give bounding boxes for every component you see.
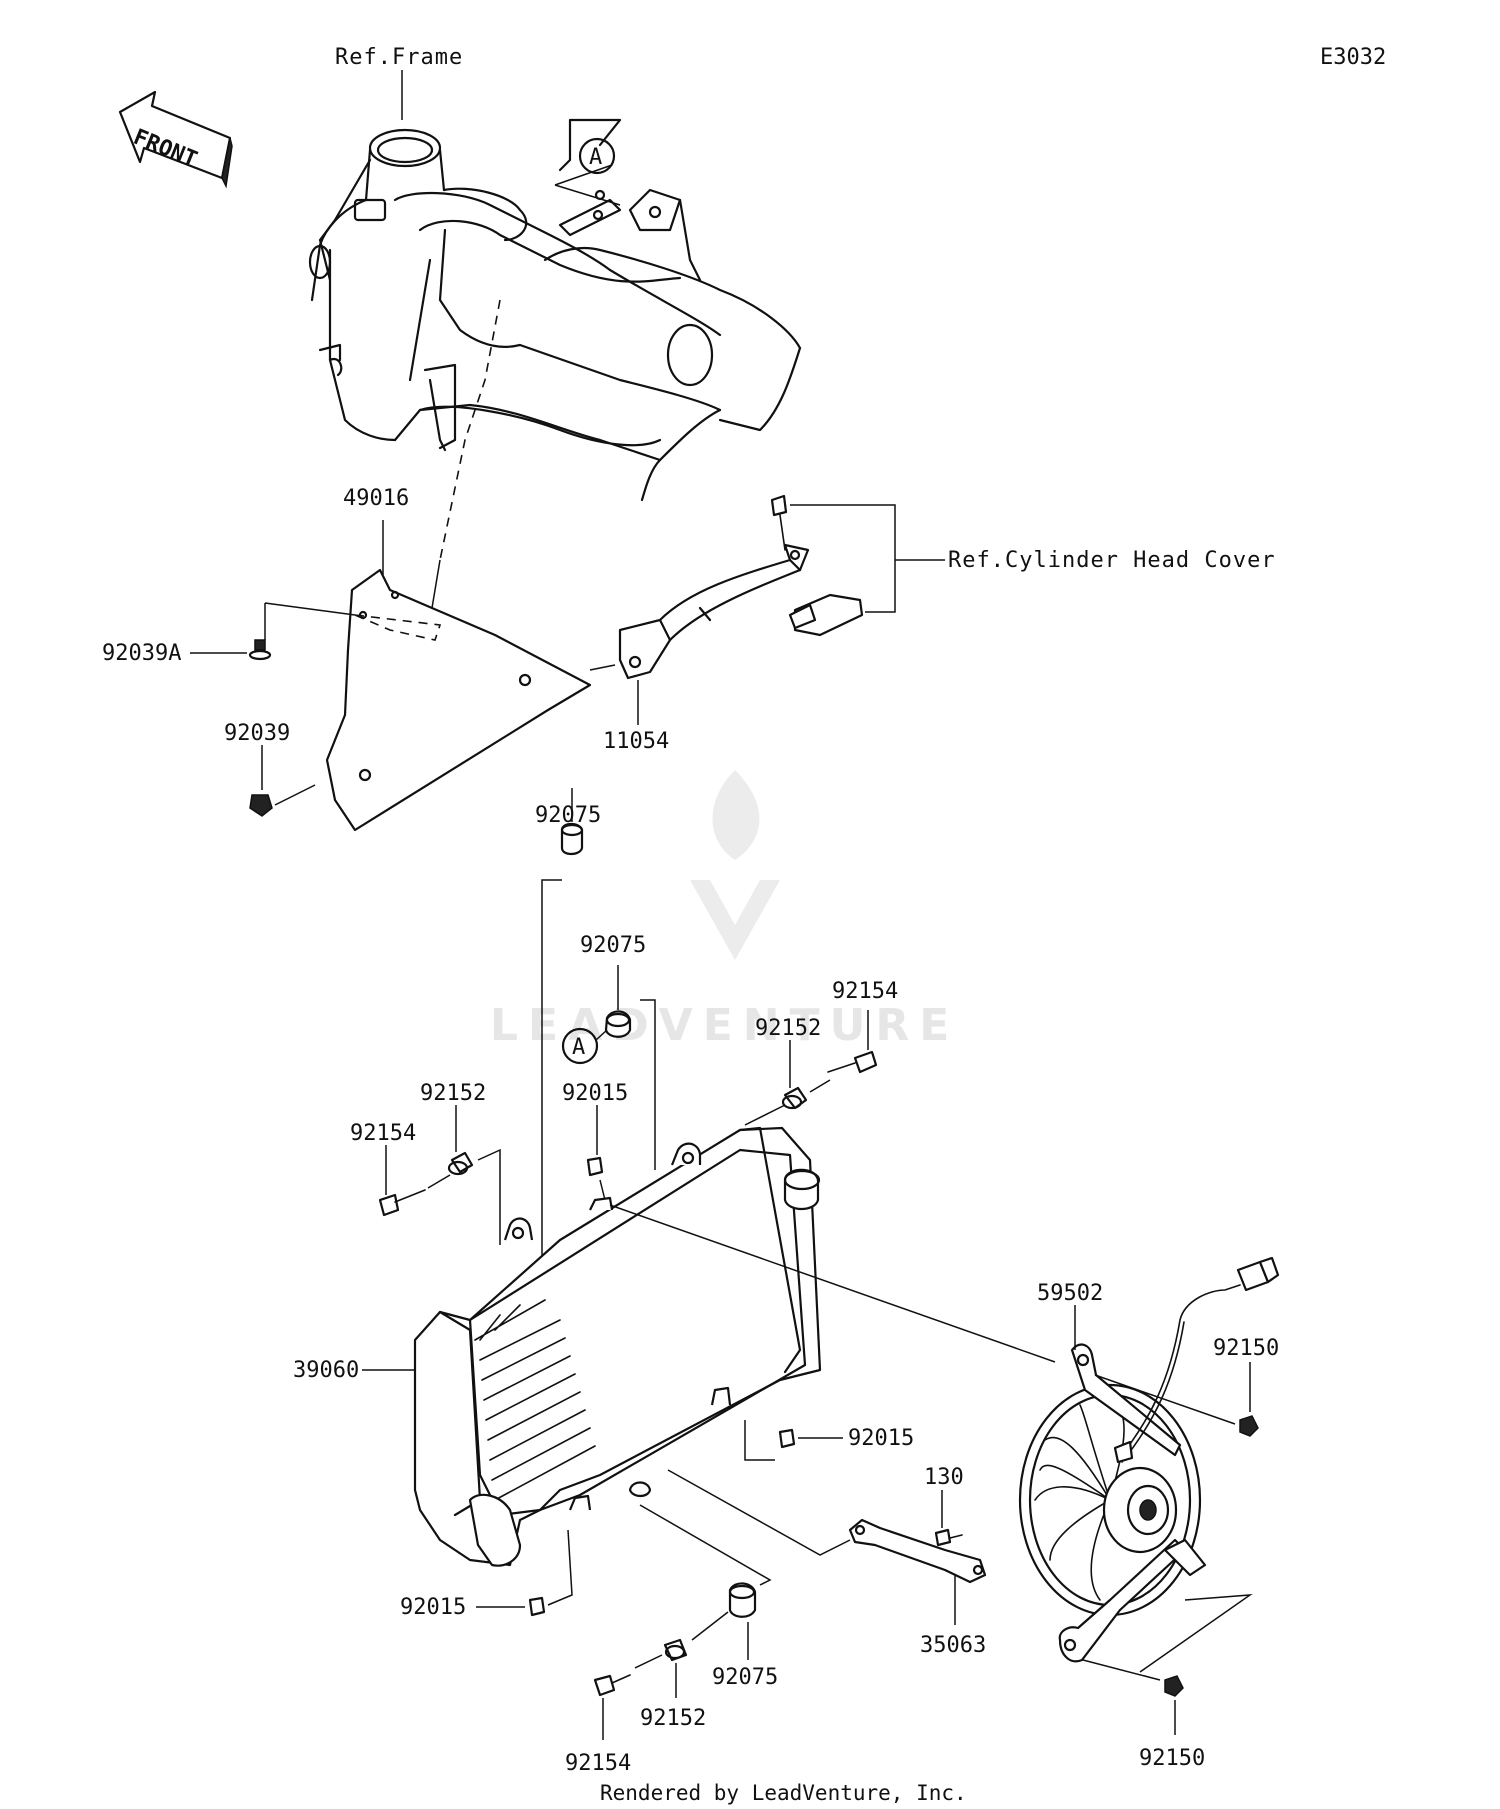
part-11054-bracket: 11054 bbox=[589, 543, 810, 754]
label-92154-upper-left: 92154 bbox=[350, 1121, 416, 1146]
frame-link-dashed bbox=[439, 299, 501, 561]
callout-a-top: A bbox=[554, 137, 621, 206]
label-92039: 92039 bbox=[224, 721, 290, 746]
label-92152-lower: 92152 bbox=[640, 1706, 706, 1731]
watermark-logo: LEADVENTURE bbox=[490, 770, 959, 1051]
svg-text:A: A bbox=[589, 145, 602, 170]
part-35063-stay: 35063 bbox=[667, 1469, 986, 1658]
part-92152-collar-upper-left: 92152 bbox=[420, 1081, 501, 1245]
label-92015-right: 92015 bbox=[848, 1426, 914, 1451]
label-92152-upper-right: 92152 bbox=[755, 1016, 821, 1041]
part-92154-bolt-lower: 92154 bbox=[565, 1674, 631, 1776]
part-92154-bolt-upper-right: 92154 bbox=[827, 979, 898, 1074]
part-92039a-screw: 92039A bbox=[102, 602, 356, 666]
front-arrow-icon: FRONT bbox=[118, 90, 233, 189]
label-92152-upper-left: 92152 bbox=[420, 1081, 486, 1106]
label-92150-lower: 92150 bbox=[1139, 1746, 1205, 1771]
part-92075-grommet-top: 92075 bbox=[535, 788, 601, 1260]
label-92154-lower: 92154 bbox=[565, 1751, 631, 1776]
label-39060: 39060 bbox=[293, 1358, 359, 1383]
radiator-fins bbox=[474, 1299, 596, 1501]
frame-assembly bbox=[308, 118, 802, 502]
watermark-text: LEADVENTURE bbox=[490, 1000, 959, 1051]
label-92075-lower: 92075 bbox=[712, 1665, 778, 1690]
callout-a-lower: A bbox=[561, 1027, 608, 1065]
part-49016-guard: 49016 bbox=[325, 486, 592, 832]
svg-text:A: A bbox=[572, 1035, 585, 1060]
ref-cylinder-head-cover-label: Ref.Cylinder Head Cover bbox=[948, 548, 1276, 573]
ref-frame-label: Ref.Frame bbox=[335, 45, 463, 70]
part-92015-clip-lower: 92015 bbox=[400, 1529, 573, 1620]
part-92152-collar-lower: 92152 bbox=[634, 1638, 706, 1731]
label-92075-top: 92075 bbox=[535, 803, 601, 828]
label-130: 130 bbox=[924, 1465, 964, 1490]
label-35063: 35063 bbox=[920, 1633, 986, 1658]
part-59502-fan: 59502 bbox=[1018, 1256, 1280, 1663]
part-92150-nut-lower: 92150 bbox=[1082, 1594, 1253, 1771]
part-92075-grommet-lower: 92075 bbox=[639, 1504, 778, 1690]
label-59502: 59502 bbox=[1037, 1281, 1103, 1306]
part-92039-nut: 92039 bbox=[224, 721, 316, 817]
label-92015-upper: 92015 bbox=[562, 1081, 628, 1106]
part-39060-radiator: 39060 bbox=[293, 1126, 822, 1567]
part-130-bolt: 130 bbox=[924, 1465, 964, 1547]
part-92015-clip-upper: 92015 bbox=[562, 1081, 628, 1201]
label-92039A: 92039A bbox=[102, 641, 181, 666]
part-92150-nut-upper: 92150 bbox=[1094, 1336, 1279, 1437]
diagram-code: E3032 bbox=[1320, 45, 1386, 70]
part-92152-collar-upper-right: 92152 bbox=[744, 1016, 831, 1126]
cylinder-head-cover-bolts: Ref.Cylinder Head Cover bbox=[770, 494, 1276, 637]
footer-credit: Rendered by LeadVenture, Inc. bbox=[600, 1781, 967, 1805]
label-92154-upper-right: 92154 bbox=[832, 979, 898, 1004]
part-92015-clip-right: 92015 bbox=[744, 1420, 914, 1461]
radiator-fan-link bbox=[609, 1204, 1056, 1363]
label-11054: 11054 bbox=[603, 729, 669, 754]
label-92150-upper: 92150 bbox=[1213, 1336, 1279, 1361]
label-49016: 49016 bbox=[343, 486, 409, 511]
label-92015-lower: 92015 bbox=[400, 1595, 466, 1620]
part-92075-grommet-mid: 92075 bbox=[580, 933, 656, 1170]
part-92154-bolt-upper-left: 92154 bbox=[350, 1121, 426, 1217]
label-92075-mid: 92075 bbox=[580, 933, 646, 958]
